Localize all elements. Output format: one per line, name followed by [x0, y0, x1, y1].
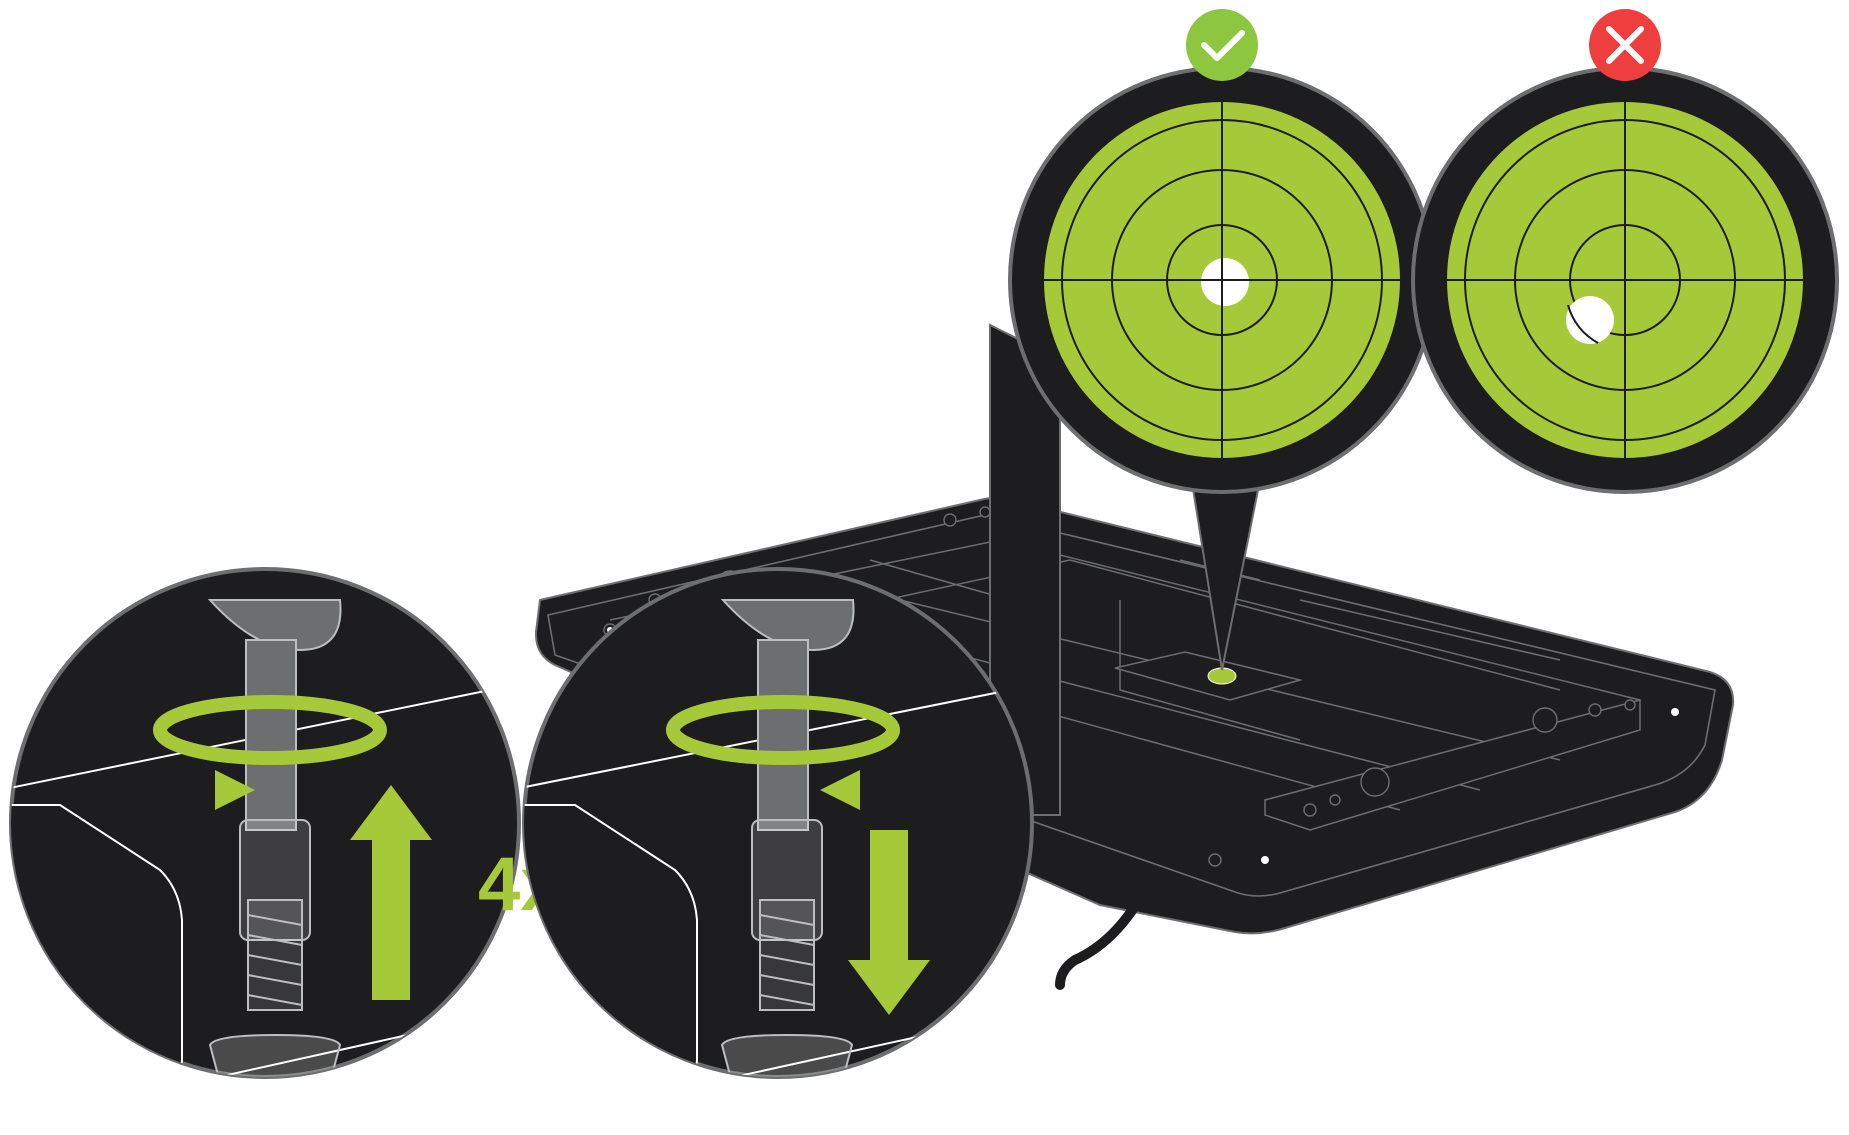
level-bubble-offcenter [1566, 296, 1614, 344]
check-icon [1201, 30, 1245, 61]
level-detail-incorrect [1411, 66, 1839, 494]
level-bubble-centered [1201, 258, 1249, 306]
foot-detail-raise [9, 567, 521, 1079]
raise-arrow-icon [350, 785, 432, 1000]
bubble-level [1207, 667, 1237, 685]
power-cable [1055, 875, 1155, 990]
incorrect-badge [1589, 9, 1661, 81]
correct-badge [1186, 9, 1258, 81]
level-detail-correct [1008, 66, 1436, 494]
lower-arrow-icon [848, 830, 930, 1015]
cross-icon [1606, 26, 1644, 64]
